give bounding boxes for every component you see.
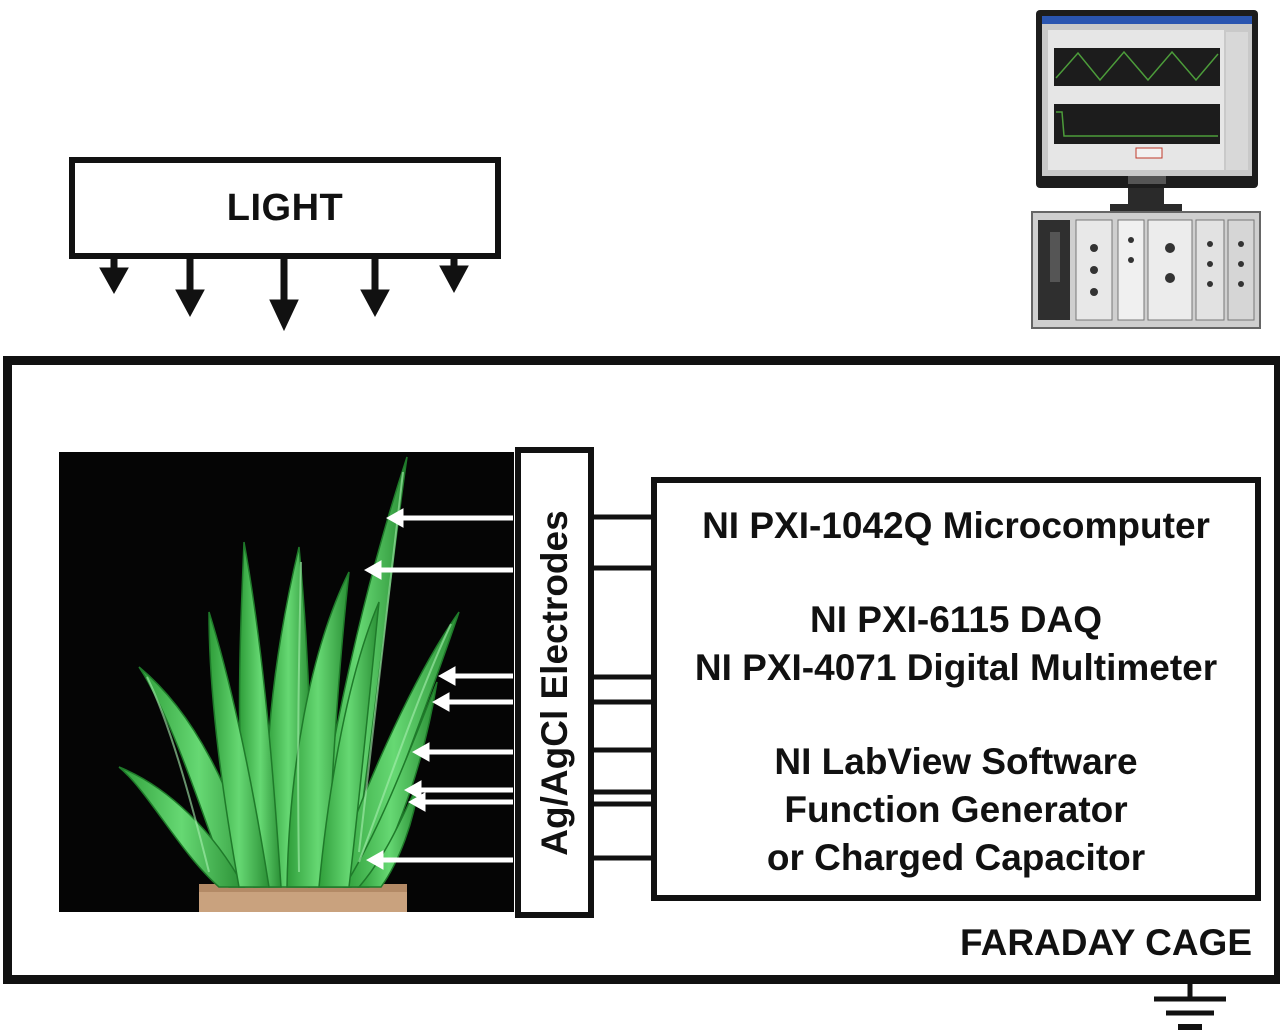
light-arrow: [269, 255, 299, 332]
aloe-plant-icon: [118, 456, 460, 912]
instrument-microcomputer: NI PXI-1042Q Microcomputer: [702, 505, 1210, 546]
instrument-function-generator: Function Generator: [784, 789, 1128, 830]
light-arrow: [439, 255, 469, 294]
electrode-arrow: [363, 560, 513, 580]
instruments-box: NI PXI-1042Q Microcomputer NI PXI-6115 D…: [651, 477, 1261, 901]
light-arrow: [175, 255, 205, 318]
electrodes-label: Ag/AgCl Electrodes: [533, 509, 575, 856]
faraday-cage-label: FARADAY CAGE: [960, 922, 1252, 963]
connection-wires: [588, 514, 654, 861]
plant-photo: [59, 452, 514, 912]
computer-icon: [1031, 10, 1261, 329]
electrode-arrow: [385, 508, 513, 528]
light-label: LIGHT: [226, 186, 344, 229]
ground-icon: [1154, 975, 1226, 1030]
light-arrows: [99, 255, 469, 332]
light-arrow: [360, 255, 390, 318]
electrode-arrows: [363, 508, 513, 870]
instrument-charged-capacitor: or Charged Capacitor: [766, 837, 1146, 878]
electrode-arrow: [365, 850, 513, 870]
electrode-arrow: [431, 692, 513, 712]
electrode-arrow: [437, 666, 513, 686]
instrument-daq: NI PXI-6115 DAQ: [809, 599, 1102, 640]
electrode-arrow: [411, 742, 513, 762]
light-arrow: [99, 255, 129, 295]
electrode-arrow: [407, 792, 513, 812]
light-source-box: LIGHT: [69, 157, 501, 259]
electrodes-box: Ag/AgCl Electrodes: [515, 447, 594, 918]
instrument-multimeter: NI PXI-4071 Digital Multimeter: [694, 647, 1218, 688]
instrument-labview: NI LabView Software: [774, 741, 1138, 782]
electrode-arrow: [403, 780, 513, 800]
